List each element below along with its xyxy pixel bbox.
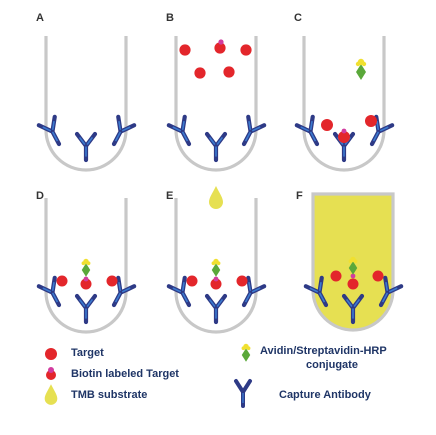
well-a xyxy=(44,36,128,172)
bound-targets-c xyxy=(321,115,377,143)
capture-antibody-icon xyxy=(234,379,252,408)
avidin-conjugate-c xyxy=(355,58,367,80)
panel-label-e: E xyxy=(166,190,174,202)
well-c xyxy=(302,36,386,172)
legend-tmb-label: TMB substrate xyxy=(71,389,148,401)
panel-label-a: A xyxy=(36,12,44,24)
panel-label-d: D xyxy=(36,190,44,202)
biotin-target-icon xyxy=(46,367,56,380)
bound-complex-f xyxy=(330,256,384,290)
well-e xyxy=(174,198,258,334)
panel-label-f: F xyxy=(296,190,303,202)
free-targets-b xyxy=(179,39,252,79)
bound-complex-d xyxy=(56,258,118,290)
target-icon xyxy=(45,348,57,360)
panel-label-c: C xyxy=(294,12,302,24)
bound-complex-e xyxy=(186,258,248,290)
avidin-hrp-icon xyxy=(241,343,251,362)
legend-biotin-target-label: Biotin labeled Target xyxy=(71,368,179,380)
legend-capture-antibody-label: Capture Antibody xyxy=(279,389,371,401)
well-b xyxy=(174,36,258,172)
panel-label-b: B xyxy=(166,12,174,24)
legend-target-label: Target xyxy=(71,347,104,359)
tmb-drop-icon xyxy=(44,384,58,405)
well-d xyxy=(44,198,128,334)
legend-avidin-label-line1: Avidin/Streptavidin-HRP xyxy=(260,345,387,357)
tmb-drop-e xyxy=(209,186,223,209)
legend-avidin-label-line2: conjugate xyxy=(306,359,358,371)
